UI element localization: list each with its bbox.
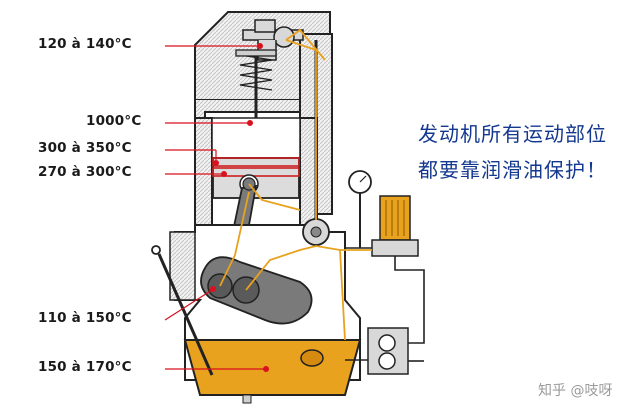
- combustion-chamber: [211, 117, 301, 159]
- caption-line-1: 发动机所有运动部位: [418, 122, 607, 146]
- temp-label-valve: 120 à 140°C: [38, 36, 132, 52]
- oil-flow-path: [219, 28, 372, 341]
- crankshaft: [200, 256, 313, 325]
- oil-pump: [367, 327, 409, 375]
- watermark: 知乎 @吱呀: [538, 383, 613, 399]
- temp-label-sump: 150 à 170°C: [38, 359, 132, 375]
- oil-drain-plug: [300, 349, 324, 367]
- valve-spring: [235, 49, 277, 118]
- oil-pressure-gauge: [348, 170, 372, 248]
- oil-circuit: [345, 247, 425, 362]
- dipstick: [151, 245, 214, 376]
- temp-label-crank: 110 à 150°C: [38, 310, 132, 326]
- caption-line-2: 都要靠润滑油保护！: [418, 158, 607, 182]
- sump-bolt: [242, 394, 252, 404]
- temp-label-piston-top: 300 à 350°C: [38, 140, 132, 156]
- temp-label-combustion: 1000°C: [86, 113, 142, 129]
- temp-label-piston-rings: 270 à 300°C: [38, 164, 132, 180]
- oil-filter: [371, 195, 419, 257]
- label-pointers: [164, 42, 270, 373]
- oil-sump: [183, 339, 362, 396]
- cylinder-wall-right: [299, 117, 318, 233]
- cylinder-wall-left: [194, 117, 213, 233]
